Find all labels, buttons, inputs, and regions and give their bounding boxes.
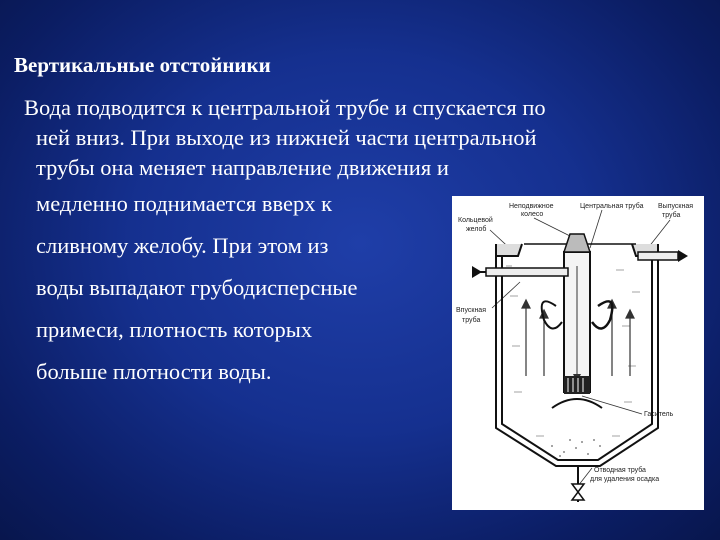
body-line: медленно поднимается вверх к [36, 191, 333, 216]
label-drain-pipe: Отводная труба [594, 466, 646, 474]
body-line: воды выпадают грубодисперсные [36, 275, 358, 300]
label-fixed-wheel: колесо [521, 211, 543, 218]
swirl-icon [540, 300, 563, 330]
body-line: сливному желобу. При этом из [36, 233, 329, 258]
drain-pipe [570, 466, 586, 502]
body-line: примеси, плотность которых [36, 317, 313, 342]
body-line: ней вниз. При выходе из нижней части цен… [36, 125, 537, 150]
central-pipe [562, 233, 592, 393]
sediment [551, 439, 601, 457]
label-central-pipe: Центральная труба [580, 202, 644, 210]
settling-tank-diagram: Неподвижное колесо Центральная труба Кол… [452, 196, 704, 510]
label-ring-trough: желоб [466, 225, 486, 233]
label-drain-pipe: для удаления осадка [590, 476, 659, 483]
body-line: Вода подводится к центральной трубе и сп… [24, 95, 546, 120]
body-line: больше плотности воды. [36, 359, 272, 384]
label-outlet-pipe: труба [662, 211, 680, 219]
body-line: трубы она меняет направление движения и [36, 155, 449, 180]
inlet-pipe [472, 266, 569, 278]
slide-body-text: Вода подводится к центральной трубе и сп… [14, 93, 546, 393]
slide-title: Вертикальные отстойники [14, 53, 271, 77]
outlet-pipe [637, 250, 688, 262]
ring-trough [495, 243, 523, 257]
label-outlet-pipe: Выпускная [658, 203, 693, 210]
swirl-icon [590, 300, 614, 330]
damper [551, 376, 603, 409]
label-inlet-pipe: труба [462, 316, 480, 324]
label-inlet-pipe: Впускная [456, 307, 486, 314]
settling-tank-svg: Неподвижное колесо Центральная труба Кол… [456, 202, 693, 502]
label-fixed-wheel: Неподвижное [509, 203, 554, 210]
label-ring-trough: Кольцевой [458, 216, 493, 224]
